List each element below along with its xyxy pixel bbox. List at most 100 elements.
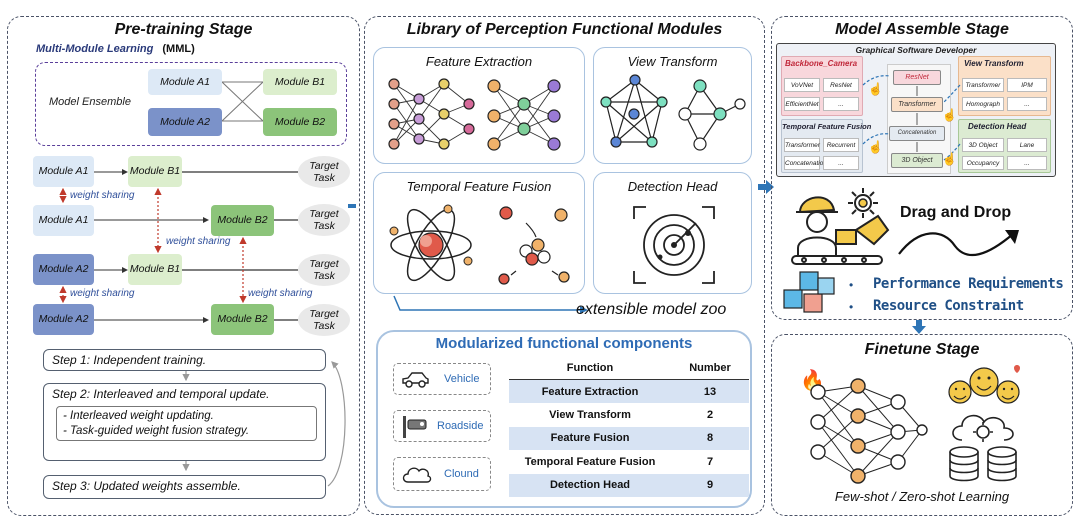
row4-module-left: Module A2 xyxy=(33,304,94,335)
row1-module-left: Module A1 xyxy=(33,156,94,187)
chip-vovnet[interactable]: VoVNet xyxy=(784,78,820,92)
detection-head-box: Detection Head xyxy=(593,172,752,294)
detection-title: Detection Head xyxy=(968,122,1027,131)
row4-module-mid: Module B2 xyxy=(211,304,274,335)
scenario-vehicle-label: Vehicle xyxy=(444,373,480,385)
chip-backbone-more[interactable]: ... xyxy=(823,97,859,111)
row3-module-left: Module A2 xyxy=(33,254,94,285)
weight-sharing-label-4: weight sharing xyxy=(248,288,313,299)
chip-temporal-more[interactable]: ... xyxy=(823,156,859,170)
gsd-title: Graphical Software Developer xyxy=(855,45,977,55)
chip-transformer-temporal[interactable]: Transformer xyxy=(784,138,820,152)
step3-text: Step 3: Updated weights assemble. xyxy=(52,479,241,493)
roadside-camera-icon xyxy=(403,416,427,438)
worker-robot-icon xyxy=(791,196,890,265)
chip-lane[interactable]: Lane xyxy=(1007,138,1047,152)
chip-transformer-view[interactable]: Transformer xyxy=(962,78,1004,92)
row2-module-left: Module A1 xyxy=(33,205,94,236)
chip-concatenation[interactable]: Concatenation xyxy=(784,156,827,170)
chip-ipm[interactable]: IPM xyxy=(1007,78,1047,92)
step2-bullet-2: - Task-guided weight fusion strategy. xyxy=(63,425,250,437)
ensemble-box xyxy=(35,62,347,146)
chip-occupancy[interactable]: Occupancy xyxy=(962,156,1004,170)
flow-3d-object[interactable]: 3D Object xyxy=(891,153,943,168)
hand-cursor-icon: ☝ xyxy=(868,82,883,96)
drag-drop-label: Drag and Drop xyxy=(900,204,1012,221)
network-graph-icon xyxy=(600,74,746,151)
mml-title: Multi-Module Learning xyxy=(36,43,154,55)
chip-detection-more[interactable]: ... xyxy=(1007,156,1047,170)
flow-concatenation[interactable]: Concatenation xyxy=(889,126,945,141)
chip-resnet[interactable]: ResNet xyxy=(823,78,859,92)
chip-recurrent[interactable]: Recurrent xyxy=(823,138,859,152)
car-icon xyxy=(402,372,429,388)
table-cell-function: View Transform xyxy=(549,409,631,422)
step2-box: Step 2: Interleaved and temporal update.… xyxy=(43,383,326,461)
ensemble-module-a1: Module A1 xyxy=(148,69,222,95)
table-row: Detection Head 9 xyxy=(509,473,749,497)
temporal-fusion-title: Temporal Feature Fusion xyxy=(406,179,552,194)
table-cell-number: 8 xyxy=(671,426,749,451)
assemble-to-finetune-arrow xyxy=(912,320,926,334)
scenario-vehicle: Vehicle xyxy=(393,363,491,395)
ensemble-cross-lines xyxy=(222,81,263,122)
requirement-resource: Resource Constraint xyxy=(873,298,1024,314)
atom-icon xyxy=(389,204,570,285)
flow-transformer[interactable]: Transformer xyxy=(891,97,943,112)
weight-sharing-label-1: weight sharing xyxy=(70,190,135,201)
table-cell-number: 13 xyxy=(671,379,749,404)
table-cell-function: Feature Extraction xyxy=(509,379,671,404)
table-row: View Transform 2 xyxy=(509,403,749,426)
feature-extraction-title: Feature Extraction xyxy=(425,54,533,69)
requirement-performance: Performance Requirements xyxy=(873,276,1064,292)
cubes-icon xyxy=(783,271,835,313)
chip-efficientnet[interactable]: EfficientNet xyxy=(784,97,820,111)
hand-cursor-icon: ☝ xyxy=(942,152,957,166)
scenario-roadside-label: Roadside xyxy=(437,420,484,432)
chip-view-more[interactable]: ... xyxy=(1007,97,1047,111)
weight-sharing-label-3: weight sharing xyxy=(70,288,135,299)
step2-text: Step 2: Interleaved and temporal update. xyxy=(52,387,270,401)
neural-network-icon xyxy=(388,78,561,151)
finetune-caption: Few-shot / Zero-shot Learning xyxy=(834,489,1010,504)
view-title: View Transform xyxy=(964,59,1024,68)
pretraining-panel xyxy=(7,16,360,516)
chip-homograph[interactable]: Homograph xyxy=(962,97,1004,111)
chip-3d-object[interactable]: 3D Object xyxy=(962,138,1004,152)
table-cell-function: Temporal Feature Fusion xyxy=(524,455,656,468)
flow-resnet[interactable]: ResNet xyxy=(893,70,941,85)
gear-icon xyxy=(848,188,878,218)
row4-target-task: Target Task xyxy=(298,304,350,336)
library-panel xyxy=(364,16,765,515)
row2-module-mid: Module B2 xyxy=(211,205,274,236)
components-box xyxy=(376,330,752,508)
step1-text: Step 1: Independent training. xyxy=(52,353,207,367)
cloud-icon xyxy=(402,467,432,483)
ensemble-module-b1: Module B1 xyxy=(263,69,337,95)
finetune-title: Finetune Stage xyxy=(864,341,980,358)
row3-module-mid: Module B1 xyxy=(128,254,182,285)
table-cell-number: 9 xyxy=(671,473,749,497)
table-header-number: Number xyxy=(671,357,749,380)
drag-drop-arrow xyxy=(898,230,1019,256)
weight-sharing-label-2: weight sharing xyxy=(166,236,231,247)
hand-cursor-icon: ☝ xyxy=(942,108,957,122)
requirement-bullet-1: • xyxy=(849,278,854,292)
view-transform-box: View Transform xyxy=(593,47,752,164)
temporal-title: Temporal Feature Fusion xyxy=(782,122,872,131)
scenario-cloud: Clound xyxy=(393,457,491,491)
step3-box: Step 3: Updated weights assemble. xyxy=(43,475,326,499)
ensemble-module-a2: Module A2 xyxy=(148,108,222,136)
flow-arrows xyxy=(862,75,961,161)
zoo-label: extensible model zoo xyxy=(576,301,727,318)
cloud-database-icon xyxy=(949,414,1017,482)
step2-inner: - Interleaved weight updating. - Task-gu… xyxy=(56,406,317,441)
scenario-roadside: Roadside xyxy=(393,410,491,442)
finetune-panel xyxy=(771,334,1073,516)
mml-heading: Multi-Module Learning (MML) xyxy=(36,43,195,55)
table-row: Temporal Feature Fusion 7 xyxy=(509,450,749,473)
ensemble-module-b2: Module B2 xyxy=(263,108,337,136)
step2-bullet-1: - Interleaved weight updating. xyxy=(63,410,214,422)
library-to-assemble-arrow xyxy=(758,180,774,194)
function-table: Function Number Feature Extraction 13 Vi… xyxy=(509,357,749,497)
